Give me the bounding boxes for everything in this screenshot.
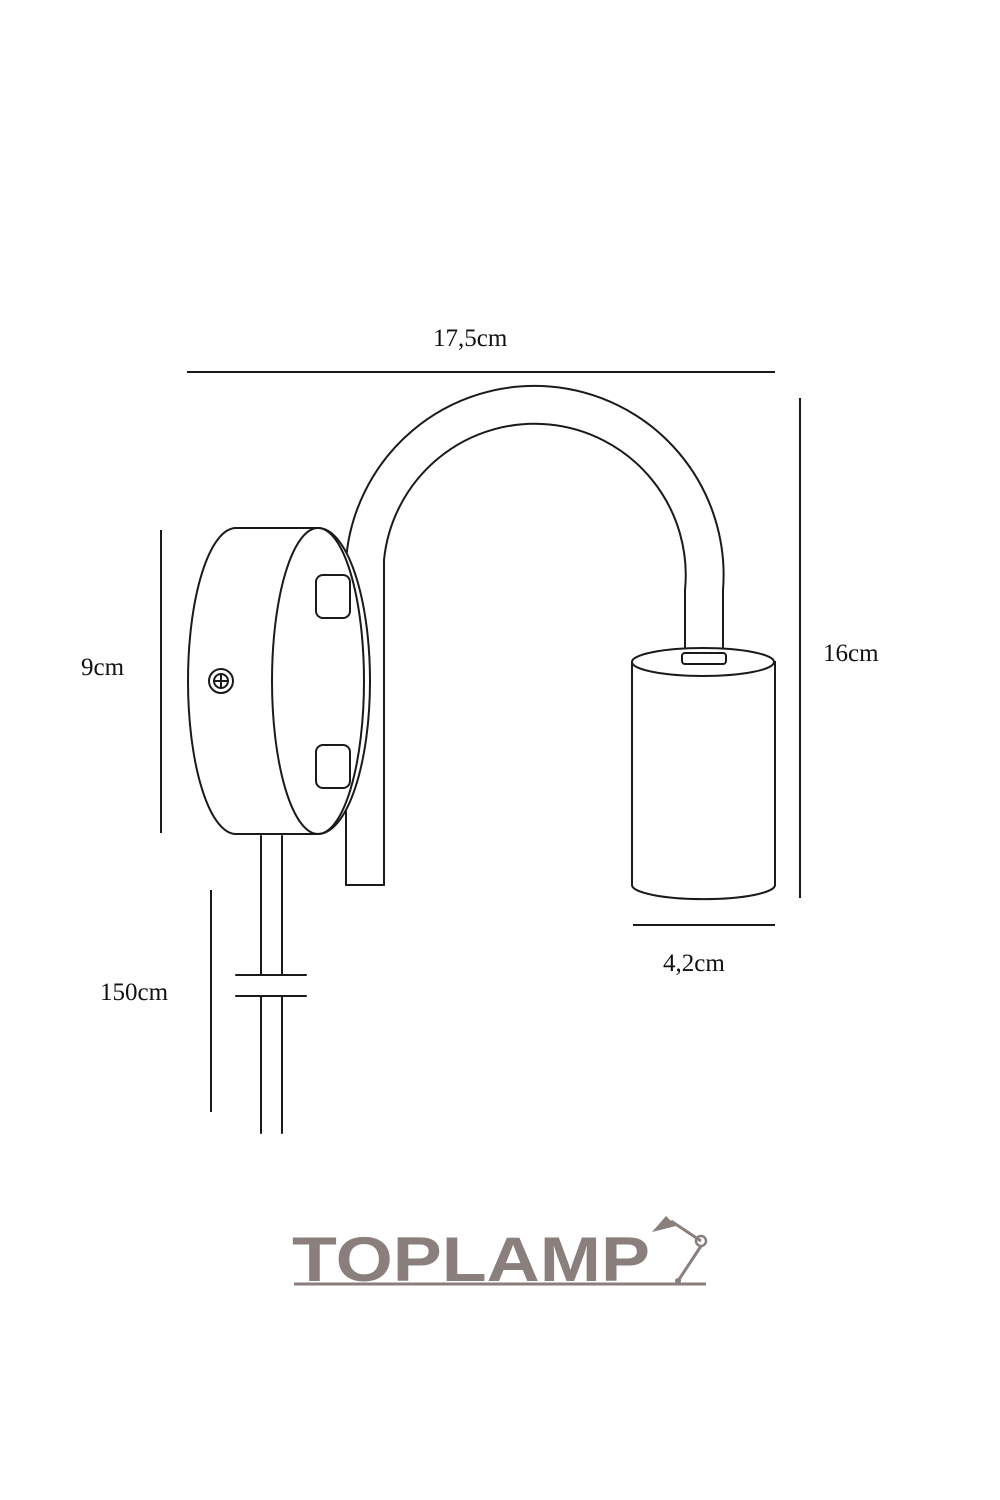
brand-logo: TOPLAMP	[292, 1225, 650, 1295]
connector-knob-top	[315, 574, 351, 619]
lamp-shade	[631, 647, 776, 901]
lamp-arm	[345, 384, 725, 886]
shade-diameter-label: 4,2cm	[663, 950, 725, 977]
power-cable	[235, 835, 307, 1134]
desk-lamp-icon	[294, 1216, 708, 1286]
height-label: 16cm	[823, 640, 879, 667]
cable-length-label: 150cm	[100, 979, 169, 1006]
screw-icon	[208, 668, 234, 694]
base-height-label: 9cm	[81, 654, 125, 681]
connector-knob-bottom	[315, 744, 351, 789]
width-label: 17,5cm	[433, 325, 508, 352]
